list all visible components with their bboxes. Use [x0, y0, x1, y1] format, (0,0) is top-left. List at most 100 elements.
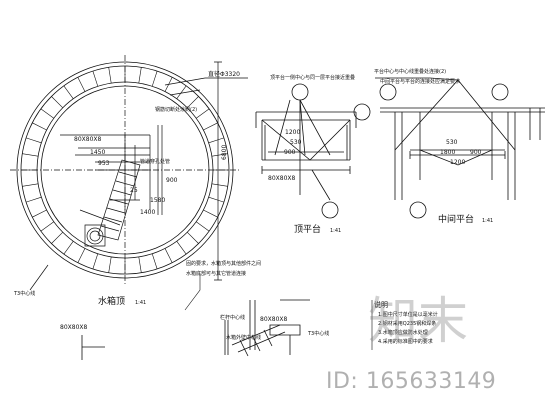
radial-tick [51, 96, 64, 109]
radial-tick [22, 183, 39, 187]
legend-line-2: 2.钢材采用Q235钢和焊条 [378, 321, 437, 327]
radial-tick [40, 108, 54, 119]
tank-stair-steps [100, 171, 138, 232]
mid-platform-1200: 1200 [450, 159, 466, 166]
radial-tick [196, 221, 210, 232]
watermark-logo: 知末 [368, 292, 468, 350]
radial-tick [108, 67, 112, 84]
radial-tick [186, 231, 199, 244]
top-platform-dim [261, 166, 351, 174]
radial-tick [211, 183, 228, 187]
note-cut: 钢筋切断处涂刷(2) [155, 107, 198, 113]
dim-lines-internal [78, 125, 163, 215]
hatch-circle [86, 227, 104, 245]
top-platform-1200: 1200 [285, 129, 301, 136]
dim-leader-mid [169, 89, 201, 96]
callout-circle-5 [491, 83, 509, 101]
radial-tick [211, 153, 228, 157]
dim-1580: 1580 [150, 197, 166, 204]
top-platform-frame [261, 119, 351, 160]
note-hole: 管道穿孔处管 [140, 159, 171, 165]
radial-tick [26, 137, 42, 144]
note-t3-line: T3中心线 [14, 291, 36, 297]
detail-slab [269, 324, 301, 336]
mid-platform-note2: 中间平台与平台的连接处应满足要求 [380, 79, 461, 85]
radial-tick [208, 196, 224, 203]
dim-radius: 直径Φ3320 [208, 71, 240, 78]
legend-line-1: 1.图中尺寸单位是以毫米计 [378, 312, 438, 318]
detail-label-mid: 水箱外壁中心线 [226, 335, 262, 341]
radial-tick [32, 122, 47, 131]
dim-1400: 1400 [140, 209, 156, 216]
mid-platform-900: 900 [470, 149, 482, 156]
top-platform-title: 顶平台 [294, 225, 322, 235]
top-platform-900: 900 [284, 149, 296, 156]
radial-tick [203, 122, 218, 131]
radial-tick [164, 248, 173, 263]
mid-platform-title: 中间平台 [438, 215, 475, 225]
radial-tick [196, 108, 210, 119]
radial-tick [77, 248, 86, 263]
callout-circle-6 [409, 201, 427, 219]
radial-tick [176, 85, 187, 99]
radial-tick [108, 256, 112, 273]
mid-platform-530: 530 [446, 139, 458, 146]
dim-25: 25 [130, 187, 138, 194]
radial-tick [203, 209, 218, 218]
dim-6800 [214, 61, 222, 281]
dim-1450: 1450 [90, 149, 106, 156]
mid-platform-scale: 1:41 [482, 218, 494, 224]
detail-rail-1 [224, 320, 229, 355]
tank-top-scale: 1:41 [135, 300, 147, 306]
top-platform-beams [262, 151, 350, 161]
note-leader [184, 274, 201, 311]
radial-tick [77, 77, 86, 92]
radial-tick [22, 153, 39, 157]
detail-label-right: T3中心线 [308, 331, 330, 337]
radial-tick [151, 253, 158, 269]
detail-section-a: 80X80X8 [60, 324, 88, 331]
legend-title: 说明 [374, 301, 388, 309]
top-platform-leg [299, 100, 331, 201]
radial-tick [26, 196, 42, 203]
radial-tick [32, 209, 47, 218]
mid-platform-note: 平台中心与中心线重叠处连接(2) [374, 69, 447, 75]
radial-tick [138, 256, 142, 273]
radial-tick [63, 85, 74, 99]
dim-leader-top [164, 77, 248, 86]
callout-circle-1 [291, 83, 309, 101]
mid-platform-1800: 1800 [440, 149, 456, 156]
detail-stair [231, 324, 286, 357]
radial-tick [92, 71, 99, 87]
top-platform-section: 80X80X8 [268, 175, 296, 182]
detail-rail-2 [249, 300, 256, 350]
hatch-circle-inner [89, 230, 101, 242]
radial-tick [176, 241, 187, 255]
mid-platform-dim [409, 151, 506, 159]
tank-stairs [97, 159, 141, 241]
note-line-2: 水箱底部可与其它管道连接 [186, 271, 247, 277]
tank-top-title: 水箱顶 [98, 297, 126, 307]
watermark-id: ID: 165633149 [326, 369, 497, 394]
note-line-1: 固的要求，水箱顶与其他部件之间 [186, 261, 262, 267]
mid-platform-leader [375, 77, 459, 81]
radial-tick [208, 137, 224, 144]
tank-internal-frame [60, 134, 151, 226]
detail-tank-edge [81, 335, 105, 360]
mid-platform-top [380, 107, 545, 113]
dim-6800: 6800 [221, 144, 228, 160]
hatch-box [84, 224, 106, 247]
radial-tick [138, 67, 142, 84]
radial-tick [51, 231, 64, 244]
dim-953: 953 [98, 160, 110, 167]
top-platform-bracket [255, 111, 357, 128]
radial-tick [92, 253, 99, 269]
callout-circle-3 [321, 201, 339, 219]
legend-line-4: 4.采用的标准图中的要求 [378, 339, 433, 345]
detail-section-b: 80X80X8 [260, 316, 288, 323]
radial-tick [63, 241, 74, 255]
radial-tick [186, 96, 199, 109]
radial-tick [151, 71, 158, 87]
mid-platform-posts [394, 112, 516, 200]
